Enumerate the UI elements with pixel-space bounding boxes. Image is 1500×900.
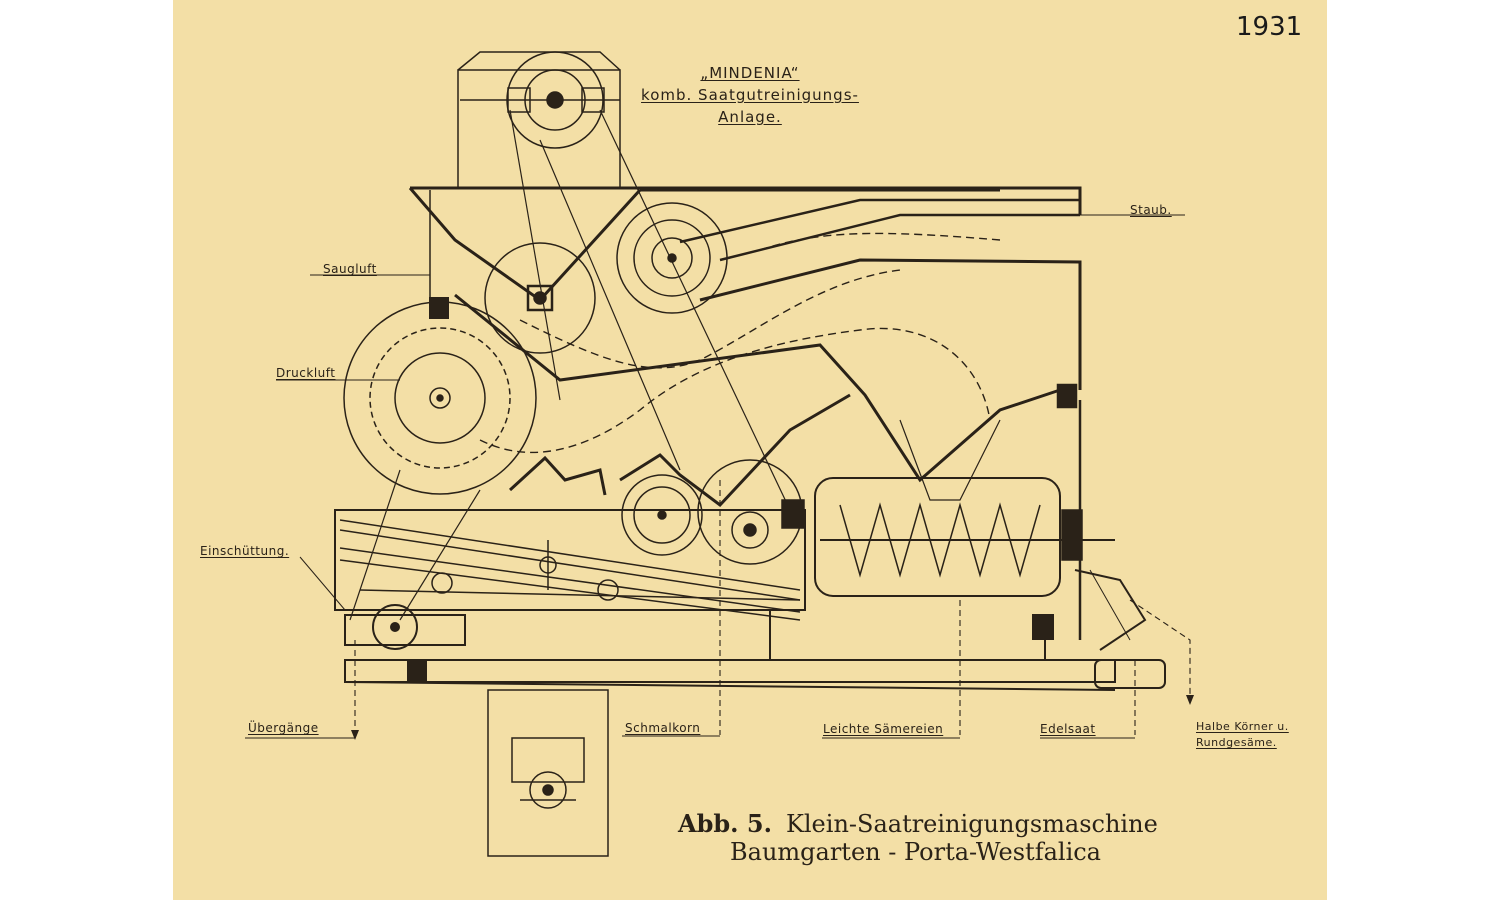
trieur-cylinder bbox=[781, 477, 1115, 597]
drawing-title: „MINDENIA“ komb. Saatgutreinigungs- Anla… bbox=[630, 62, 870, 128]
discharge-chute bbox=[1074, 569, 1166, 689]
sieve-box bbox=[334, 509, 806, 621]
caption-line-1: Klein-Saatreinigungsmaschine bbox=[785, 810, 1158, 838]
central-chute bbox=[454, 293, 1061, 508]
upper-hopper bbox=[408, 186, 1082, 390]
fan-upper bbox=[616, 202, 728, 314]
fan-large bbox=[343, 301, 537, 495]
paper-sheet bbox=[173, 0, 1327, 900]
label-schmalkorn: Schmalkorn bbox=[625, 721, 701, 735]
bottom-elevator bbox=[487, 689, 609, 857]
year-stamp: 1931 bbox=[1236, 12, 1303, 42]
top-elevator-housing bbox=[457, 51, 621, 189]
figure-caption: Abb. 5. Klein-Saatreinigungsmaschine Baum… bbox=[678, 809, 1158, 867]
arrows bbox=[351, 695, 1194, 740]
label-einschuettung: Einschüttung. bbox=[200, 544, 290, 558]
air-flow-curves bbox=[479, 232, 1001, 454]
caption-number: Abb. 5. bbox=[678, 809, 772, 838]
base-frame bbox=[344, 297, 1116, 691]
label-druckluft: Druckluft bbox=[276, 366, 336, 380]
leader-lines bbox=[354, 480, 1191, 735]
label-uebergaenge: Übergänge bbox=[248, 721, 319, 735]
label-halbe-koerner-2: Rundgesäme. bbox=[1196, 736, 1277, 749]
drive-wheel-left bbox=[621, 474, 703, 556]
drive-belts bbox=[349, 109, 791, 621]
title-line-2: komb. Saatgutreinigungs- bbox=[641, 86, 859, 104]
leader-solid bbox=[245, 214, 1185, 739]
right-hopper bbox=[899, 383, 1082, 640]
label-saugluft: Saugluft bbox=[323, 262, 377, 276]
title-line-1: „MINDENIA“ bbox=[700, 64, 800, 82]
fan-middle bbox=[484, 242, 596, 354]
title-line-3: Anlage. bbox=[718, 108, 782, 126]
caption-line-2: Baumgarten - Porta-Westfalica bbox=[730, 838, 1101, 866]
label-halbe-koerner-1: Halbe Körner u. bbox=[1196, 720, 1289, 733]
label-edelsaat: Edelsaat bbox=[1040, 722, 1096, 736]
label-staub: Staub. bbox=[1130, 203, 1172, 217]
label-leichte-saemereien: Leichte Sämereien bbox=[823, 722, 944, 736]
